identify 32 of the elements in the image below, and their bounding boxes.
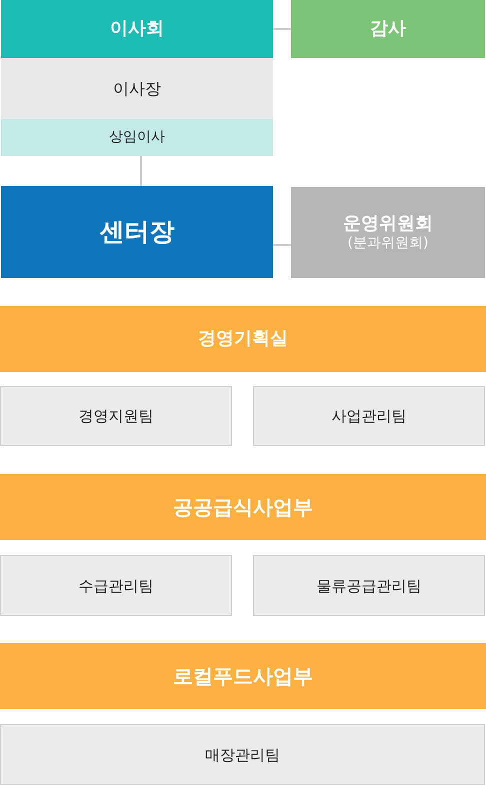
team-box bbox=[253, 555, 485, 616]
team-label: 사업관리팀 bbox=[332, 407, 406, 425]
team-box bbox=[0, 555, 232, 616]
audit-label: 감사 bbox=[370, 18, 406, 40]
team-label: 수급관리팀 bbox=[78, 576, 154, 594]
center-head-label: 센터장 bbox=[100, 217, 174, 247]
department-bar bbox=[0, 306, 486, 372]
department-bar bbox=[0, 643, 486, 709]
board-label: 이사회 bbox=[110, 18, 164, 40]
team-box bbox=[253, 386, 485, 446]
director-label: 상임이사 bbox=[109, 129, 165, 146]
committee-label: 운영위원회 bbox=[343, 213, 433, 235]
team-box bbox=[0, 386, 232, 446]
chairman-box bbox=[1, 58, 273, 119]
connector-line bbox=[273, 244, 291, 246]
team-label: 경영지원팀 bbox=[78, 407, 154, 425]
team-box bbox=[0, 724, 485, 785]
director-box bbox=[1, 119, 273, 156]
chairman-label: 이사장 bbox=[113, 78, 161, 98]
board-box bbox=[1, 0, 273, 58]
subtitle-label: (분과위원회) bbox=[348, 234, 428, 252]
connector-line bbox=[273, 28, 291, 30]
audit-box bbox=[291, 0, 485, 58]
team-label: 매장관리팀 bbox=[205, 746, 280, 764]
department-label: 로컬푸드사업부 bbox=[173, 664, 313, 688]
department-label: 공공급식사업부 bbox=[173, 495, 313, 519]
committee-box bbox=[291, 187, 485, 278]
department-bar bbox=[0, 474, 486, 540]
connector-line bbox=[140, 156, 142, 186]
department-label: 경영기획실 bbox=[198, 328, 288, 350]
center-head-box bbox=[1, 186, 273, 278]
team-label: 물류공급관리팀 bbox=[316, 576, 422, 594]
